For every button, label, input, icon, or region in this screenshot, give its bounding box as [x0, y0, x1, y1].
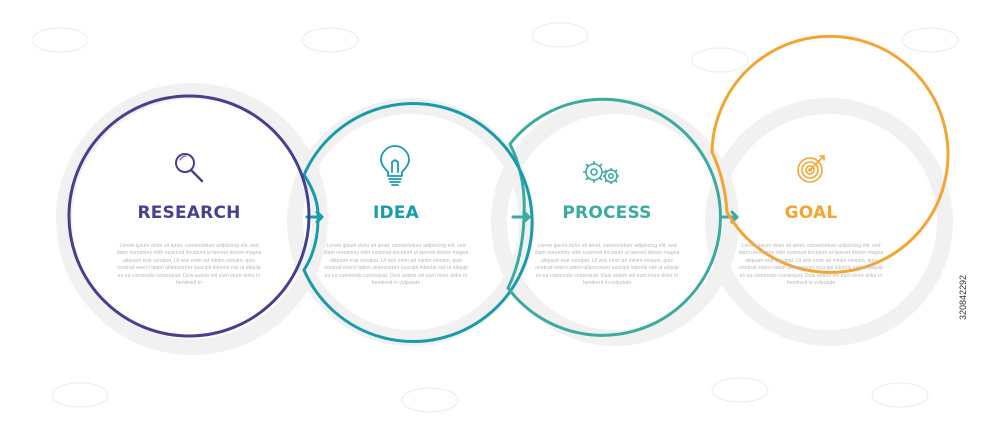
connector-2: [506, 142, 531, 290]
connector-3: [710, 150, 729, 214]
lightbulb-icon: [380, 145, 410, 186]
step-body-process: Lorem ipsum dolor sit amet, consectetuer…: [534, 243, 680, 287]
step-ring-goal: [710, 34, 950, 274]
step-title-idea: IDEA: [372, 203, 419, 223]
step-title-research: RESEARCH: [137, 203, 241, 223]
target-icon: [797, 155, 825, 183]
step-body-goal: Lorem ipsum dolor sit amet, consectetuer…: [738, 243, 884, 287]
step-ring-research: [67, 94, 311, 338]
gears-icon: [583, 161, 619, 184]
connector-1: [302, 173, 324, 272]
step-body-idea: Lorem ipsum dolor sit amet, consectetuer…: [323, 243, 469, 287]
stock-id-label: 320842292: [958, 274, 968, 320]
step-title-process: PROCESS: [562, 203, 652, 223]
watermark-pattern: [31, 22, 959, 413]
magnifier-icon: [175, 153, 204, 183]
step-ring-idea: [302, 102, 534, 343]
step-title-goal: GOAL: [784, 203, 838, 223]
step-ring-process: [506, 97, 722, 337]
step-body-research: Lorem ipsum dolor sit amet, consectetuer…: [116, 243, 262, 287]
